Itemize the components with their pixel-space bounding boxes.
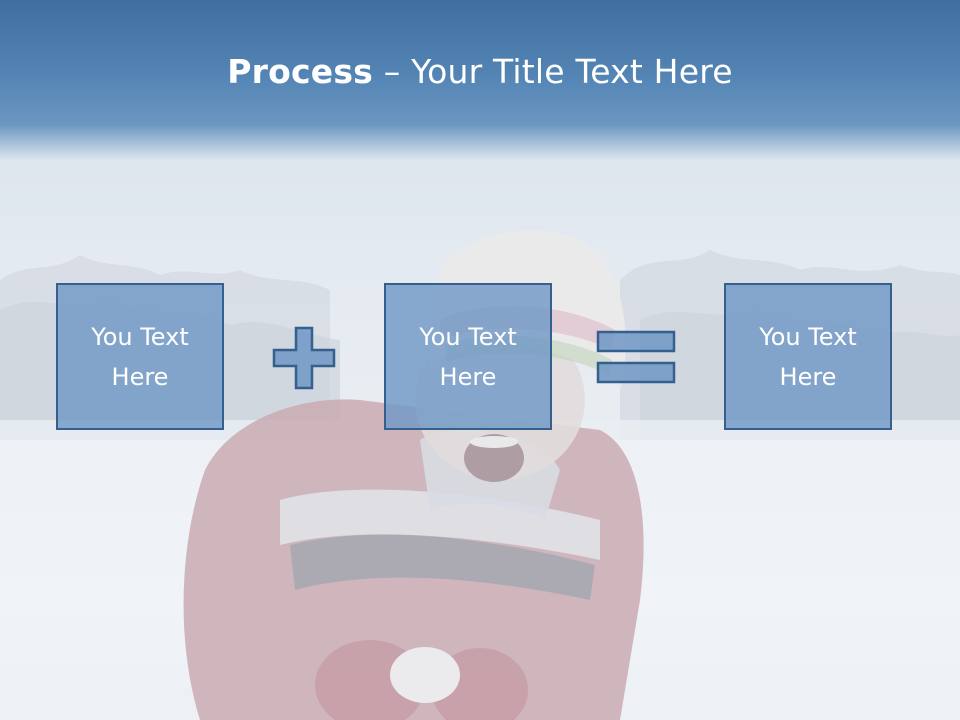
slide-title[interactable]: Process – Your Title Text Here	[0, 52, 960, 91]
process-step-text-2: You Text Here	[419, 322, 517, 391]
slide-title-bold: Process	[227, 52, 374, 91]
process-step-box-3[interactable]: You Text Here	[724, 283, 892, 430]
process-step-text-3: You Text Here	[759, 322, 857, 391]
equals-icon	[596, 330, 676, 384]
process-step-box-1[interactable]: You Text Here	[56, 283, 224, 430]
slide-title-rest: – Your Title Text Here	[373, 52, 733, 91]
process-step-box-2[interactable]: You Text Here	[384, 283, 552, 430]
plus-icon	[272, 326, 336, 390]
process-step-text-1: You Text Here	[91, 322, 189, 391]
title-band	[0, 0, 960, 160]
